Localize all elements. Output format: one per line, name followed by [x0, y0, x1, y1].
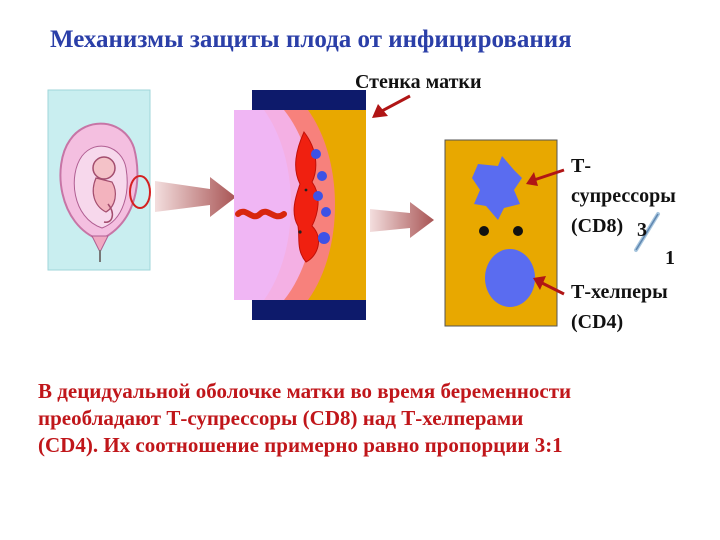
- ratio-numerator: 3: [637, 219, 647, 241]
- decidua-cell-panel: [444, 139, 558, 327]
- t-suppressor-label-line-2: супрессоры: [571, 185, 676, 207]
- t-suppressor-cell: [472, 156, 522, 220]
- description-line: В децидуальной оболочке матки во время б…: [38, 379, 572, 403]
- uterus-illustration: [47, 89, 151, 271]
- dot-marker: [479, 226, 489, 236]
- t-helper-cell: [485, 249, 535, 307]
- t-suppressor-pointer-arrow: [526, 168, 565, 186]
- transition-arrow-2: [370, 202, 434, 238]
- description-text: В децидуальной оболочке матки во время б…: [38, 378, 688, 459]
- immune-cell: [318, 232, 330, 244]
- description-line: (CD4). Их соотношение примерно равно про…: [38, 433, 563, 457]
- uterus-wall-section: [234, 90, 366, 320]
- t-helper-label-line-1: Т-хелперы: [571, 281, 668, 303]
- uterus-wall-pointer-arrow: [372, 94, 411, 118]
- description-line: преобладают Т-супрессоры (CD8) над Т-хел…: [38, 406, 524, 430]
- ratio-denominator: 1: [665, 247, 675, 269]
- t-suppressor-label-line-1: Т-: [571, 155, 591, 177]
- uterus-wall-label: Стенка матки: [355, 71, 482, 93]
- highlight-circle: [129, 175, 151, 209]
- t-suppressor-label-line-3: (CD8): [571, 215, 624, 237]
- immune-cell: [317, 171, 327, 181]
- immune-cell: [313, 191, 323, 201]
- page-title: Механизмы защиты плода от инфицирования: [50, 26, 572, 53]
- dot-marker: [513, 226, 523, 236]
- t-helper-label-line-2: (CD4): [571, 311, 624, 333]
- immune-cell: [321, 207, 331, 217]
- t-helper-pointer-arrow: [533, 276, 565, 296]
- immune-cell: [311, 149, 321, 159]
- transition-arrow-1: [155, 177, 236, 217]
